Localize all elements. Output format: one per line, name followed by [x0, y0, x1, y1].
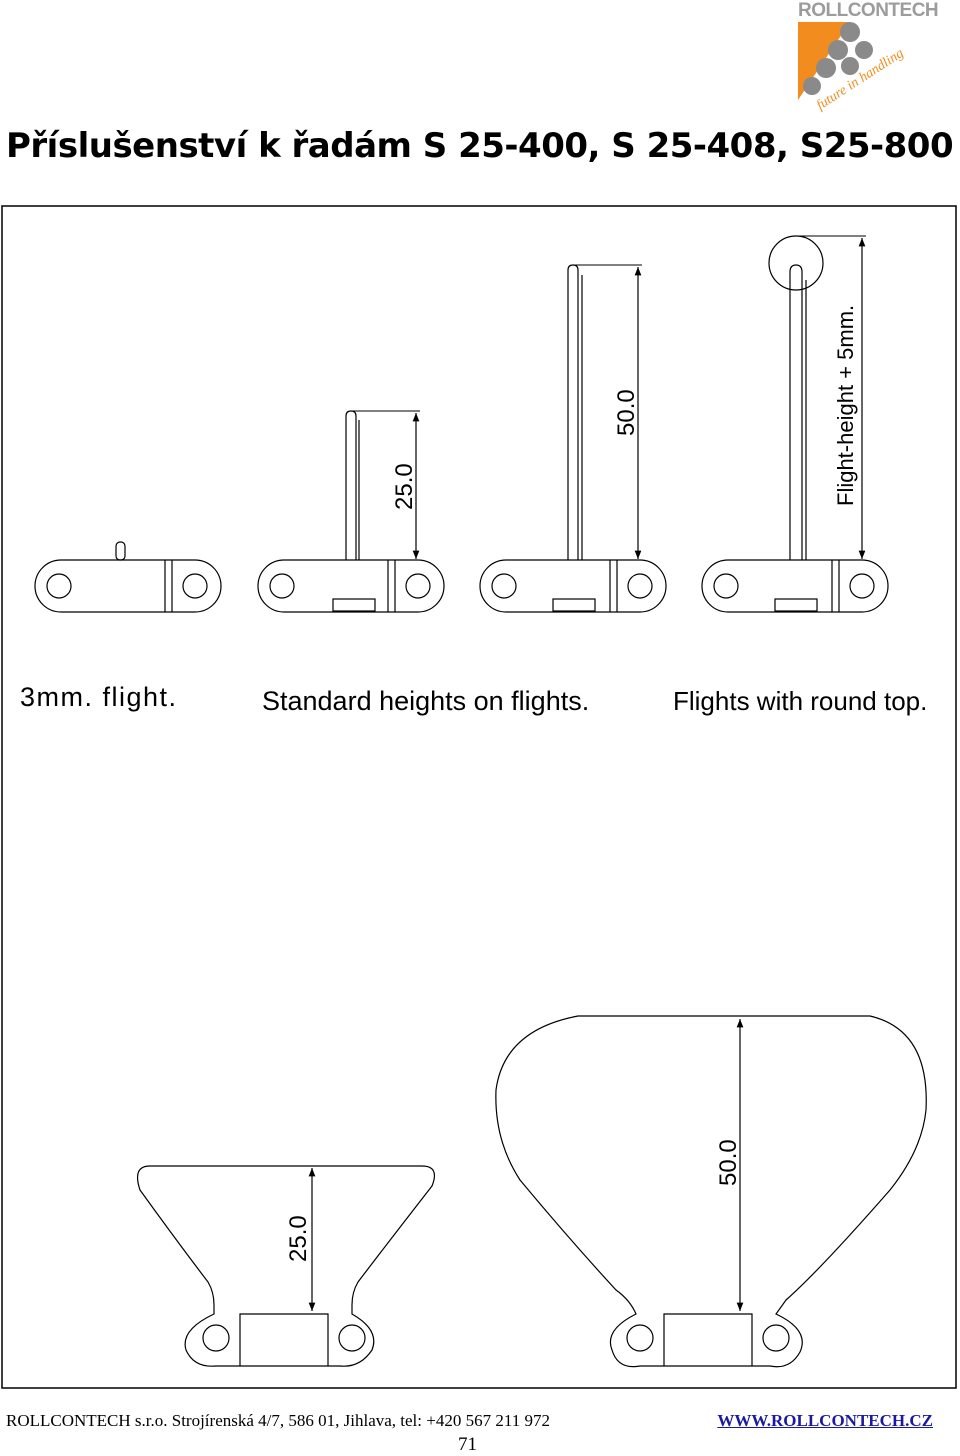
page-title: Příslušenství k řadám S 25-400, S 25-408…: [6, 126, 954, 166]
footer-website-link[interactable]: WWW.ROLLCONTECH.CZ: [717, 1411, 933, 1430]
drawing-frame: [1, 205, 957, 1389]
link-standard-25: [257, 410, 445, 613]
logo-roller: [855, 41, 873, 59]
logo-roller: [841, 57, 859, 75]
flight-stub: [115, 541, 126, 561]
dimension-standard-25: 25.0: [391, 463, 418, 510]
technical-drawing: 25.0 50.0 Flight-height + 5mm. 3mm. flig…: [1, 205, 957, 1389]
link-hole: [46, 573, 72, 599]
link-round-top: [701, 235, 889, 613]
page-number: 71: [458, 1434, 477, 1455]
logo-graphic: future in handling: [798, 22, 907, 113]
caption-standard: Standard heights on flights.: [262, 686, 589, 716]
logo-roller: [803, 77, 821, 95]
link-body: [701, 559, 889, 613]
link-body: [479, 559, 667, 613]
wide-flight-50: [495, 1015, 927, 1368]
logo-roller: [828, 40, 848, 60]
link-standard-50: [479, 264, 667, 613]
link-hole: [849, 573, 875, 599]
dimension-wide-50: 50.0: [715, 1139, 742, 1186]
link-hole: [269, 573, 295, 599]
link-hole: [491, 573, 517, 599]
link-hole: [202, 1324, 230, 1352]
logo-wordmark: ROLLCONTECH: [798, 0, 939, 21]
link-hole: [713, 573, 739, 599]
dimension-standard-50: 50.0: [613, 389, 640, 436]
link-hole: [338, 1324, 366, 1352]
caption-round-top: Flights with round top.: [673, 686, 927, 716]
wide-flight-25: [137, 1165, 435, 1367]
dimension-wide-25: 25.0: [285, 1215, 312, 1262]
logo-roller: [840, 22, 860, 42]
link-hole: [182, 573, 208, 599]
link-hole: [627, 573, 653, 599]
link-hole: [626, 1324, 654, 1352]
round-top: [768, 235, 824, 291]
link-body: [257, 559, 445, 613]
link-3mm-flight: [34, 541, 222, 613]
link-hole: [405, 573, 431, 599]
footer-address: ROLLCONTECH s.r.o. Strojírenská 4/7, 586…: [6, 1411, 550, 1430]
dimension-round-top: Flight-height + 5mm.: [833, 305, 858, 506]
link-body: [34, 559, 222, 613]
logo-roller: [816, 58, 836, 78]
link-hole: [762, 1324, 790, 1352]
caption-3mm-flight: 3mm. flight.: [20, 682, 178, 712]
